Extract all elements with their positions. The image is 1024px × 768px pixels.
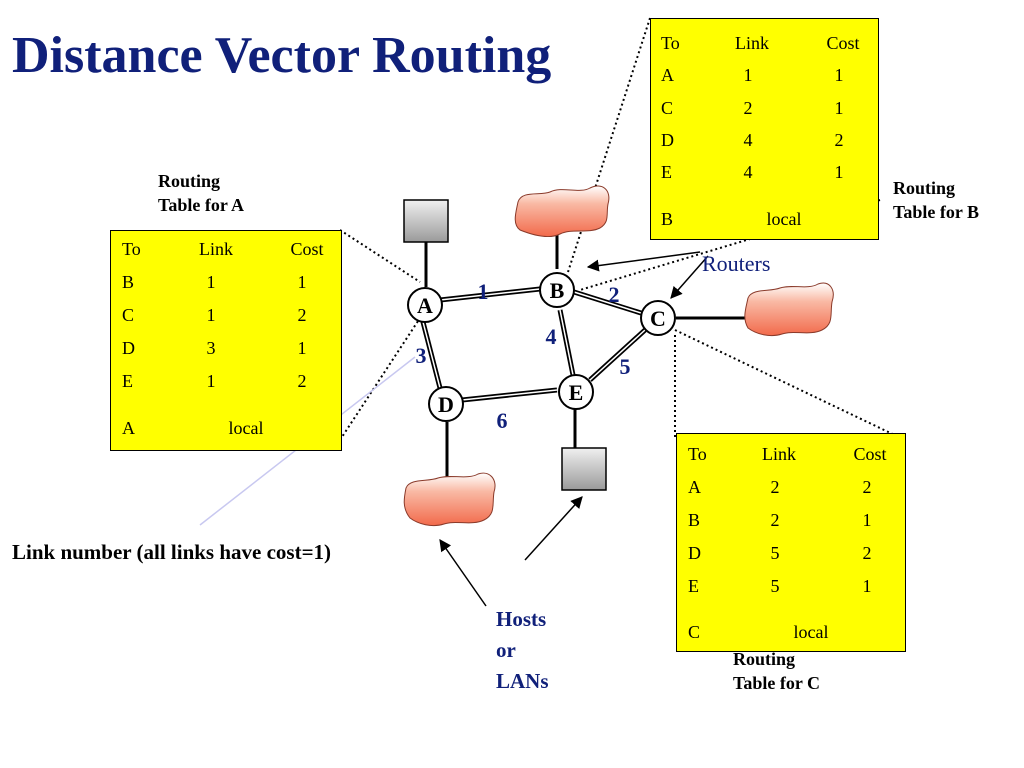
routing-table-a: To Link Cost B 1 1 C 1 2 D 3 1 E 1 2 A l… <box>110 230 342 451</box>
link-a-d <box>420 321 443 389</box>
link-b-e <box>557 309 576 376</box>
dotted-line-table-b <box>579 199 881 291</box>
router-node-e: E <box>558 374 594 410</box>
link-number: 2 <box>609 282 620 307</box>
routing-table-b: To Link Cost A 1 1 C 2 1 D 4 2 E 4 1 B l… <box>650 18 879 240</box>
router-label: A <box>417 293 433 318</box>
router-node-b: B <box>539 272 575 308</box>
router-node-a: A <box>407 287 443 323</box>
hosts-label: Hosts or LANs <box>496 607 549 693</box>
router-node-d: D <box>428 386 464 422</box>
dotted-line-table-a <box>339 229 421 283</box>
table-header-row: To Link Cost <box>122 239 324 259</box>
link-number-caption: Link number (all links have cost=1) <box>12 540 332 564</box>
table-b-caption: Routing Table for B <box>893 178 980 222</box>
page-title: Distance Vector Routing <box>12 27 552 84</box>
table-row: C 1 2 <box>122 305 307 325</box>
table-row: C 2 1 <box>661 98 844 118</box>
table-local-row: B local <box>661 209 802 229</box>
link-number: 6 <box>497 408 508 433</box>
table-row: A 2 2 <box>688 477 872 497</box>
dotted-line-table-a <box>339 317 421 441</box>
table-row: E 1 2 <box>122 371 307 391</box>
router-node-c: C <box>640 300 676 336</box>
routers-label: Routers <box>702 251 771 276</box>
table-row: B 2 1 <box>688 510 872 530</box>
router-label: B <box>550 278 565 303</box>
table-row: D 3 1 <box>122 338 307 358</box>
link-c-e <box>588 328 647 382</box>
table-local-row: C local <box>688 622 829 642</box>
routing-table-c: To Link Cost A 2 2 B 2 1 D 5 2 E 5 1 C l… <box>676 433 906 652</box>
link-number: 3 <box>416 343 427 368</box>
table-header-row: To Link Cost <box>661 33 860 53</box>
table-row: E 5 1 <box>688 576 872 596</box>
router-label: E <box>569 380 584 405</box>
link-number: 1 <box>478 279 489 304</box>
table-row: E 4 1 <box>661 162 844 182</box>
link-d-e <box>461 387 558 403</box>
link-number: 5 <box>620 354 631 379</box>
hosts-arrow <box>439 539 487 607</box>
table-a-caption: Routing Table for A <box>158 171 245 215</box>
table-header-row: To Link Cost <box>688 444 887 464</box>
routers-arrow <box>670 255 709 299</box>
routers-arrow <box>586 251 701 272</box>
table-row: A 1 1 <box>661 65 844 85</box>
router-label: C <box>650 306 666 331</box>
table-c-caption: Routing Table for C <box>733 649 821 693</box>
host-box-icon <box>561 447 607 491</box>
cloud-icon <box>403 472 496 527</box>
table-row: D 5 2 <box>688 543 872 563</box>
cloud-icon <box>744 282 834 337</box>
dotted-line-table-b <box>567 17 651 273</box>
router-label: D <box>438 392 454 417</box>
table-local-row: A local <box>122 418 264 438</box>
link-number: 4 <box>546 324 557 349</box>
dotted-line-table-c <box>674 329 906 441</box>
table-row: D 4 2 <box>661 130 844 150</box>
link-a-b <box>439 286 541 303</box>
link-b-c <box>573 289 642 316</box>
cloud-icon <box>514 185 610 237</box>
host-box-icon <box>403 199 449 243</box>
hosts-arrow <box>524 496 583 561</box>
table-row: B 1 1 <box>122 272 307 292</box>
